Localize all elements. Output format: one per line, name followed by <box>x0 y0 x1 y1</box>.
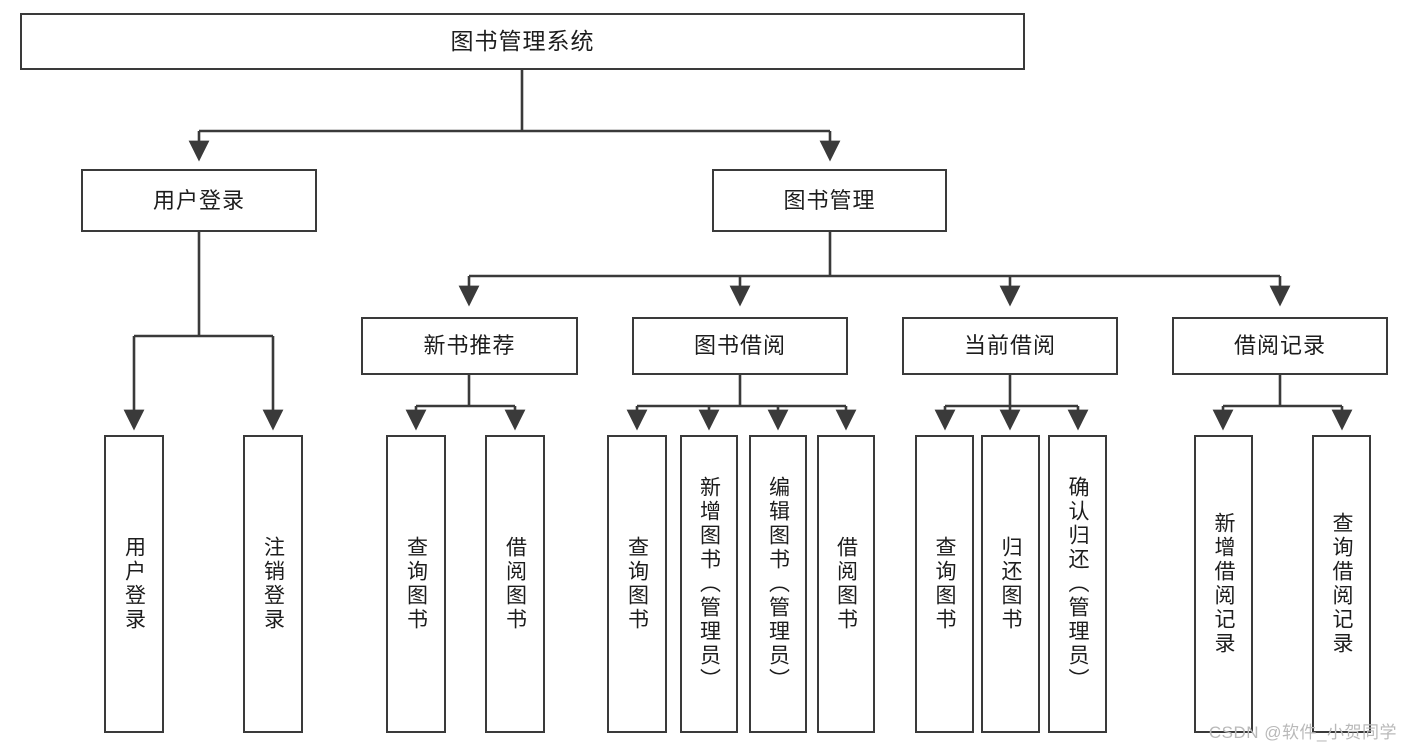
node-current-borrow[interactable]: 当前借阅 <box>902 317 1118 375</box>
leaf-user-login[interactable]: 用户登录 <box>104 435 164 733</box>
node-label: 图书管理 <box>783 187 876 213</box>
node-label: 图书管理系统 <box>450 28 595 55</box>
node-label: 图书借阅 <box>693 333 786 359</box>
node-label: 用户登录 <box>122 536 146 632</box>
leaf-query-book-current[interactable]: 查询图书 <box>915 435 974 733</box>
node-label: 当前借阅 <box>963 333 1056 359</box>
leaf-query-borrow-record[interactable]: 查询借阅记录 <box>1312 435 1371 733</box>
node-label: 新增图书（管理员） <box>697 476 721 692</box>
leaf-confirm-return[interactable]: 确认归还（管理员） <box>1048 435 1107 733</box>
node-book-borrow[interactable]: 图书借阅 <box>632 317 848 375</box>
node-label: 借阅记录 <box>1233 333 1326 359</box>
node-label: 新书推荐 <box>423 333 516 359</box>
node-label: 确认归还（管理员） <box>1066 476 1089 692</box>
node-borrow-record[interactable]: 借阅记录 <box>1172 317 1388 375</box>
leaf-add-book[interactable]: 新增图书（管理员） <box>680 435 738 733</box>
leaf-query-book-borrow[interactable]: 查询图书 <box>607 435 667 733</box>
node-label: 注销登录 <box>261 536 285 632</box>
node-label: 归还图书 <box>999 536 1022 632</box>
node-new-book-recommend[interactable]: 新书推荐 <box>361 317 578 375</box>
node-label: 新增借阅记录 <box>1212 512 1235 656</box>
leaf-borrow-book[interactable]: 借阅图书 <box>817 435 875 733</box>
node-label: 查询图书 <box>404 536 428 632</box>
node-book-manage[interactable]: 图书管理 <box>712 169 947 232</box>
leaf-borrow-book-recommend[interactable]: 借阅图书 <box>485 435 545 733</box>
leaf-add-borrow-record[interactable]: 新增借阅记录 <box>1194 435 1253 733</box>
node-label: 借阅图书 <box>834 536 858 632</box>
node-label: 借阅图书 <box>503 536 527 632</box>
node-label: 查询图书 <box>625 536 649 632</box>
node-user-login[interactable]: 用户登录 <box>81 169 317 232</box>
node-label: 用户登录 <box>152 187 245 213</box>
watermark: CSDN @软件_小贺同学 <box>1208 723 1397 742</box>
node-label: 编辑图书（管理员） <box>766 476 790 692</box>
leaf-edit-book[interactable]: 编辑图书（管理员） <box>749 435 807 733</box>
node-label: 查询借阅记录 <box>1330 512 1353 656</box>
leaf-return-book[interactable]: 归还图书 <box>981 435 1040 733</box>
leaf-query-book-recommend[interactable]: 查询图书 <box>386 435 446 733</box>
node-root-book-management-system[interactable]: 图书管理系统 <box>20 13 1025 70</box>
leaf-logout-login[interactable]: 注销登录 <box>243 435 303 733</box>
node-label: 查询图书 <box>933 536 956 632</box>
